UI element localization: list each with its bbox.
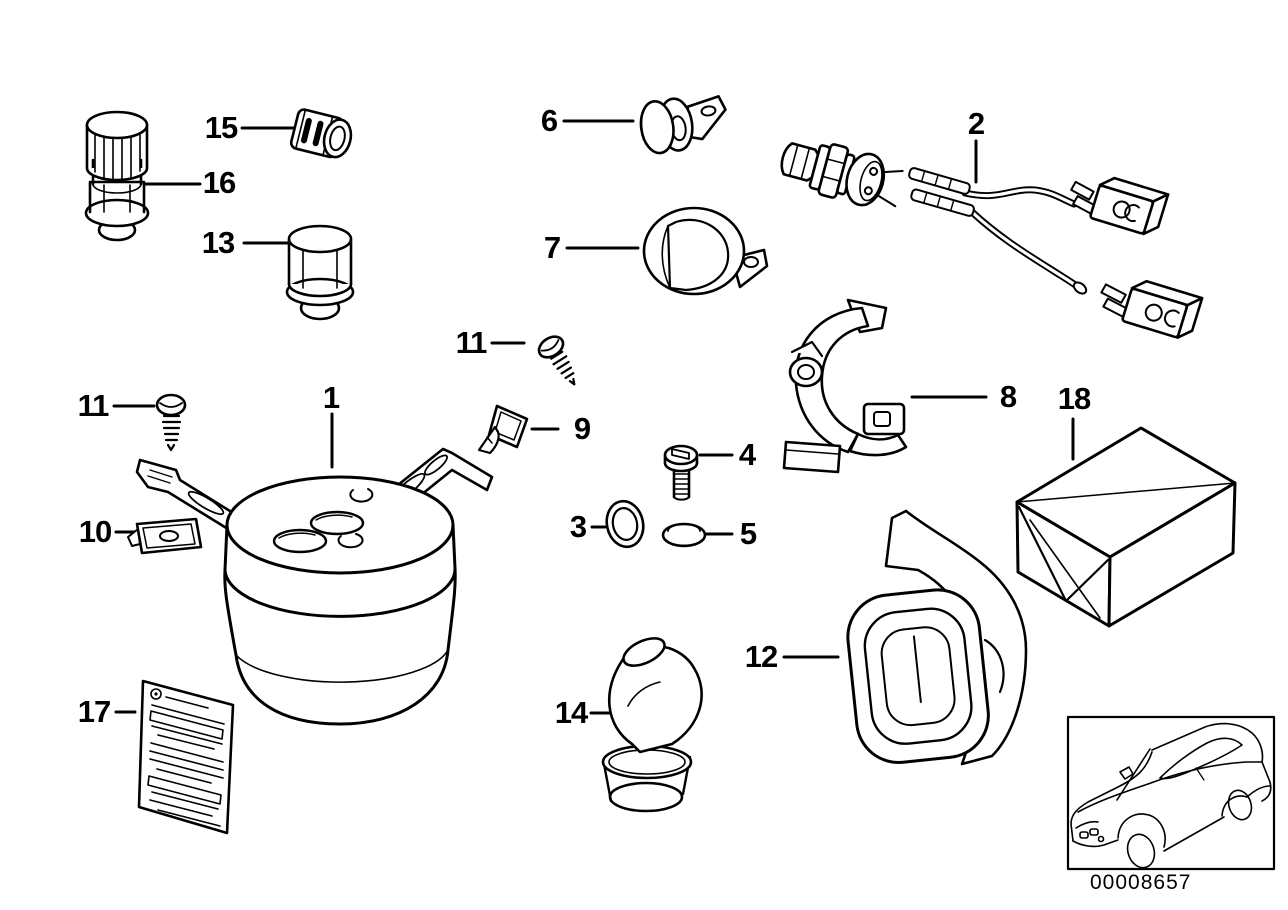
callout-3[interactable]: 3: [569, 509, 587, 544]
callout-7[interactable]: 7: [543, 230, 561, 265]
callout-12[interactable]: 12: [744, 639, 778, 674]
callout-11-upper[interactable]: 11: [455, 325, 488, 360]
callout-15[interactable]: 15: [204, 110, 238, 145]
leader-lines: [112, 119, 1075, 715]
part-2-harness-drawing: [780, 142, 1204, 339]
part-16-valve-drawing: [84, 110, 150, 242]
part-8-bracket-drawing: [782, 298, 908, 474]
callout-14[interactable]: 14: [554, 695, 588, 730]
car-thumbnail: [1066, 715, 1276, 871]
callout-5[interactable]: 5: [739, 516, 757, 551]
part-14-hose-drawing: [601, 637, 703, 813]
callout-9[interactable]: 9: [573, 411, 591, 446]
part-18-box-drawing: [1015, 426, 1237, 628]
callout-16[interactable]: 16: [202, 165, 236, 200]
part-15-cap-drawing: [289, 108, 353, 159]
part-11-screw-left-drawing: [155, 393, 187, 452]
part-1-drier-drawing: [135, 447, 494, 726]
callout-10[interactable]: 10: [78, 514, 112, 549]
part-4-bolt-drawing: [663, 444, 699, 501]
callout-4[interactable]: 4: [738, 437, 756, 472]
callout-6[interactable]: 6: [540, 103, 558, 138]
car-coupe-sketch-icon: [1070, 722, 1272, 869]
part-6-clamp-drawing: [639, 95, 727, 155]
callout-17[interactable]: 17: [77, 694, 111, 729]
part-17-label-drawing: [137, 679, 235, 835]
callout-18[interactable]: 18: [1057, 381, 1091, 416]
callout-11-left[interactable]: 11: [77, 388, 110, 423]
part-5-grommet-drawing: [661, 522, 707, 548]
callout-8[interactable]: 8: [999, 379, 1017, 414]
callout-1[interactable]: 1: [322, 380, 340, 415]
callout-13[interactable]: 13: [201, 225, 235, 260]
part-11-screw-upper-drawing: [537, 335, 576, 386]
part-13-plug-drawing: [285, 224, 355, 321]
part-9-clip-drawing: [477, 404, 529, 455]
callout-2[interactable]: 2: [967, 106, 985, 141]
part-7-clamp-drawing: [642, 206, 769, 296]
image-code: 00008657: [1090, 871, 1192, 894]
part-10-plate-drawing: [127, 517, 203, 555]
part-12-grommet-drawing: [846, 509, 1028, 766]
part-3-oring-drawing: [605, 499, 645, 549]
